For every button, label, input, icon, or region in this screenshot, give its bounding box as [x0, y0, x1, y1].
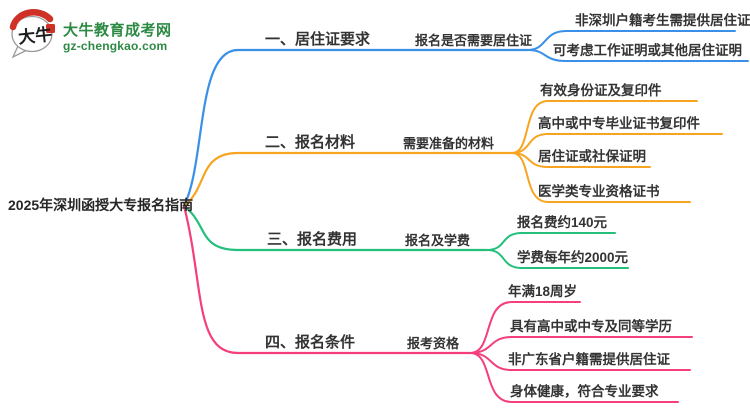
- branch-4-leaf-4: 身体健康，符合专业要求: [510, 384, 659, 399]
- branch-4-leaf-4-underline: [469, 352, 679, 403]
- brand-name: 大牛教育成考网: [63, 22, 172, 39]
- branch-1-sublabel: 报名是否需要居住证: [415, 33, 533, 48]
- central-topic: 2025年深圳函授大专报名指南: [8, 197, 194, 213]
- branch-4-leaf-2: 具有高中或中专及同等学历: [510, 319, 672, 334]
- branch-4-leaf-1: 年满18周岁: [508, 284, 578, 299]
- branch-2-leaf-1-underline: [511, 100, 698, 154]
- dainiu-speech-bubble-icon: 大牛: [9, 9, 55, 59]
- branch-4-leaf-1-underline: [469, 301, 581, 354]
- branch-2-sublabel: 需要准备的材料: [403, 136, 495, 151]
- branch-3-label: 三、报名费用: [267, 231, 358, 248]
- branch-4-connector: [182, 204, 472, 355]
- branch-3-sublabel: 报名及学费: [405, 233, 471, 248]
- branch-3-connector: [182, 204, 489, 252]
- branch-4-sublabel: 报考资格: [407, 336, 460, 351]
- bubble-calligraphy-text: 大牛: [17, 24, 53, 47]
- red-arc: [9, 9, 54, 31]
- branch-3-leaf-2-underline: [486, 249, 629, 269]
- branch-1-leaf-2: 可考虑工作证明或其他居住证明: [553, 43, 742, 58]
- branch-2-leaf-2-underline: [511, 133, 723, 154]
- branch-3-leaf-1-underline: [486, 232, 616, 251]
- branch-4-leaf-2-underline: [469, 336, 693, 354]
- branch-4-label: 四、报名条件: [265, 334, 356, 351]
- branch-1-label: 一、居住证要求: [265, 31, 371, 48]
- branch-2-leaf-4: 医学类专业资格证书: [538, 184, 660, 199]
- branch-4-leaf-3: 非广东省户籍需提供居住证: [508, 352, 670, 367]
- brand-logo: 大牛 大牛教育成考网 gz-chengkao.com: [6, 8, 206, 60]
- branch-2-leaf-3: 居住证或社保证明: [538, 149, 646, 164]
- branch-2-leaf-2: 高中或中专毕业证书复印件: [538, 116, 700, 131]
- branch-4-leaf-3-underline: [469, 352, 691, 371]
- branch-2-leaf-4-underline: [511, 152, 691, 203]
- red-seal: [46, 24, 55, 33]
- brand-url: gz-chengkao.com: [63, 39, 168, 53]
- branch-3-leaf-2: 学费每年约2000元: [517, 250, 629, 265]
- branch-2-connector: [182, 151, 514, 208]
- branch-2-label: 二、报名材料: [265, 134, 356, 151]
- branch-1-connector: [182, 48, 530, 208]
- branch-2-leaf-1: 有效身份证及复印件: [540, 83, 662, 98]
- branch-1-leaf-1: 非深圳户籍考生需提供居住证: [575, 13, 750, 28]
- branch-1-leaf-2-underline: [527, 49, 749, 62]
- branch-3-leaf-1: 报名费约140元: [517, 215, 608, 230]
